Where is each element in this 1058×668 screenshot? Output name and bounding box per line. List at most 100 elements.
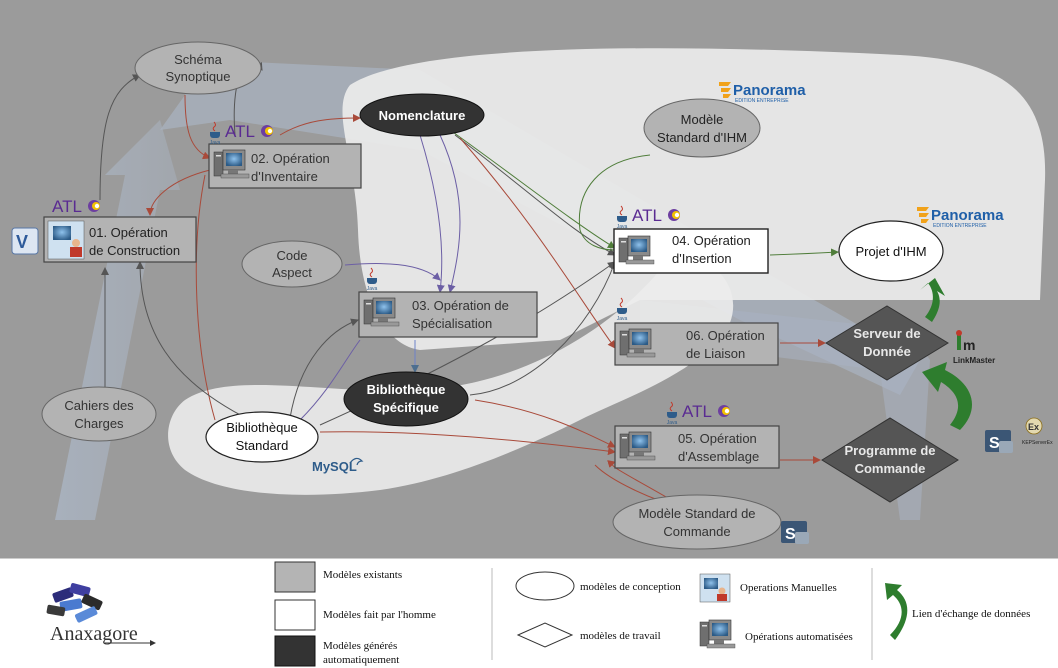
node-label-line1: Programme de bbox=[844, 443, 935, 458]
node-nomenclature: Nomenclature bbox=[359, 93, 485, 137]
kepserver-icon bbox=[1025, 417, 1043, 435]
legend-manuelles: Operations Manuelles bbox=[740, 582, 837, 594]
diamond-shape bbox=[516, 622, 574, 648]
node-label-line2: Spécialisation bbox=[412, 316, 492, 331]
kep-ex-label: Ex bbox=[1028, 422, 1039, 432]
panorama-name: Panorama bbox=[733, 82, 806, 99]
anaxagore-name: Anaxagore bbox=[50, 623, 138, 645]
node-label-line1: Modèle Standard de bbox=[638, 506, 755, 521]
linkmaster-icon bbox=[957, 334, 961, 350]
exchange-arrow-icon bbox=[885, 583, 908, 640]
node-label-line2: Synoptique bbox=[165, 69, 230, 84]
panorama-subtitle: EDITION ENTREPRISE bbox=[735, 98, 789, 104]
mysql-logo: MySQL bbox=[312, 457, 364, 474]
atl-logo-op01: ATL bbox=[52, 197, 100, 216]
node-label-line1: Serveur de bbox=[853, 326, 920, 341]
node-op06-liaison: 06. Opération de Liaison bbox=[614, 297, 779, 366]
legend-conception: modèles de conception bbox=[580, 581, 681, 593]
node-label-line2: Commande bbox=[855, 461, 926, 476]
legend-generes-line2: automatiquement bbox=[323, 654, 399, 666]
s-icon-right: S bbox=[985, 430, 1013, 453]
node-code-aspect: Code Aspect bbox=[241, 240, 343, 288]
node-label-line2: Standard d'IHM bbox=[657, 130, 747, 145]
node-modele-standard-commande: Modèle Standard de Commande bbox=[612, 494, 782, 550]
mysql-dolphin-icon bbox=[349, 457, 364, 466]
node-label-line2: Spécifique bbox=[373, 400, 439, 415]
node-label-line2: de Liaison bbox=[686, 346, 745, 361]
node-op01-construction: 01. Opération de Construction bbox=[43, 216, 197, 263]
atl-logo-op04: ATL bbox=[616, 205, 680, 231]
node-label-line1: Schéma bbox=[174, 52, 222, 67]
node-bibliotheque-standard: Bibliothèque Standard bbox=[205, 411, 319, 463]
swatch-existing bbox=[274, 561, 316, 593]
node-label-line1: 03. Opération de bbox=[412, 298, 509, 313]
exchange-arrow-bottom bbox=[922, 362, 972, 430]
node-serveur-donnee: Serveur de Donnée bbox=[825, 305, 949, 381]
node-projet-ihm: Projet d'IHM bbox=[838, 220, 944, 282]
atl-logo-op05: ATL bbox=[666, 401, 730, 427]
legend-echange: Lien d'échange de données bbox=[912, 608, 1030, 620]
node-label-line1: 06. Opération bbox=[686, 328, 765, 343]
node-label-line1: 05. Opération bbox=[678, 431, 757, 446]
kepserver-name: KEPServerEx bbox=[1022, 440, 1053, 446]
legend-automatisees: Opérations automatisées bbox=[745, 631, 853, 643]
node-label-line2: d'Inventaire bbox=[251, 169, 318, 184]
node-schema-synoptique: Schéma Synoptique bbox=[134, 41, 262, 95]
node-bibliotheque-specifique: Bibliothèque Spécifique bbox=[343, 371, 469, 427]
atl-label: ATL bbox=[682, 402, 712, 421]
node-label-line2: Standard bbox=[236, 438, 289, 453]
node-label-line2: Donnée bbox=[863, 344, 911, 359]
node-label-line1: Code bbox=[276, 248, 307, 263]
node-label-line2: de Construction bbox=[89, 243, 180, 258]
node-label-line2: d'Insertion bbox=[672, 251, 732, 266]
exchange-arrow-top bbox=[920, 278, 945, 322]
node-op04-insertion: 04. Opération d'Insertion bbox=[613, 228, 769, 274]
panorama-logo-top: Panorama EDITION ENTREPRISE bbox=[719, 82, 806, 104]
mysql-name: MySQL bbox=[312, 459, 357, 474]
node-label-line2: Charges bbox=[74, 416, 124, 431]
node-label: Nomenclature bbox=[379, 108, 466, 123]
s-letter: S bbox=[785, 526, 796, 543]
swatch-human bbox=[274, 599, 316, 631]
svg-text:m: m bbox=[963, 337, 975, 353]
node-cahiers-charges: Cahiers des Charges bbox=[41, 386, 157, 442]
node-label-line1: 02. Opération bbox=[251, 151, 330, 166]
node-label-line1: Cahiers des bbox=[64, 398, 134, 413]
node-label-line1: Bibliothèque bbox=[226, 420, 298, 435]
legend-generes-line1: Modèles générés bbox=[323, 640, 397, 652]
s-letter: S bbox=[989, 435, 1000, 452]
panorama-subtitle: EDITION ENTREPRISE bbox=[933, 223, 987, 229]
s-icon-bottom: S bbox=[781, 521, 809, 544]
node-label-line1: Modèle bbox=[681, 112, 724, 127]
atl-label: ATL bbox=[225, 122, 255, 141]
ellipse-shape bbox=[515, 571, 575, 601]
node-label: Projet d'IHM bbox=[855, 244, 926, 259]
node-op02-inventaire: 02. Opération d'Inventaire bbox=[208, 143, 362, 189]
node-label-line1: 01. Opération bbox=[89, 225, 168, 240]
atl-label: ATL bbox=[632, 206, 662, 225]
panorama-logo-right: Panorama EDITION ENTREPRISE bbox=[917, 207, 1004, 229]
panorama-name: Panorama bbox=[931, 207, 1004, 224]
visio-letter: V bbox=[16, 232, 28, 252]
node-label-line2: d'Assemblage bbox=[678, 449, 759, 464]
legend-travail: modèles de travail bbox=[580, 630, 661, 642]
visio-icon: V bbox=[11, 227, 39, 255]
legend-existants: Modèles existants bbox=[323, 569, 402, 581]
node-op03-specialisation: 03. Opération de Spécialisation bbox=[358, 267, 538, 338]
node-label-line2: Aspect bbox=[272, 265, 312, 280]
atl-logo-op02: ATL bbox=[209, 121, 273, 147]
legend: Anaxagore Modèles existants Modèles fait… bbox=[0, 557, 1058, 668]
kepserver-logo: Ex KEPServerEx bbox=[1022, 417, 1053, 446]
anaxagore-logo: Anaxagore bbox=[46, 583, 156, 646]
node-programme-commande: Programme de Commande bbox=[821, 417, 959, 503]
node-label-line1: Bibliothèque bbox=[367, 382, 446, 397]
atl-label: ATL bbox=[52, 197, 82, 216]
node-modele-standard-ihm: Modèle Standard d'IHM bbox=[643, 98, 761, 158]
automated-operation-icon bbox=[213, 149, 250, 179]
legend-homme: Modèles fait par l'homme bbox=[323, 609, 436, 621]
node-label-line1: 04. Opération bbox=[672, 233, 751, 248]
swatch-generated bbox=[274, 635, 316, 667]
node-label-line2: Commande bbox=[663, 524, 730, 539]
linkmaster-logo: m LinkMaster bbox=[953, 330, 995, 365]
